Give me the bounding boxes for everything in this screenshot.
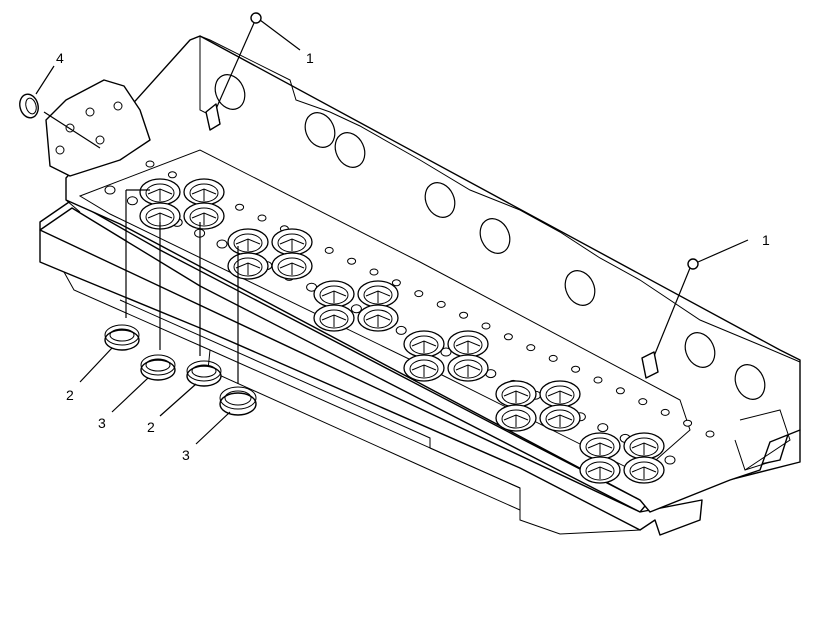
valve-seat bbox=[227, 228, 269, 256]
valve-seat bbox=[139, 178, 181, 206]
valve-seat bbox=[313, 280, 355, 308]
valve-seat bbox=[447, 330, 489, 358]
leader-line bbox=[649, 267, 691, 367]
valve-seat bbox=[313, 304, 355, 332]
deck-hole bbox=[414, 290, 424, 298]
valve-seat bbox=[495, 380, 537, 408]
callout-3-left: 3 bbox=[98, 415, 106, 431]
deck-hole bbox=[369, 268, 379, 276]
deck-hole bbox=[395, 325, 407, 335]
valve-seat bbox=[271, 228, 313, 256]
valve-seat bbox=[623, 456, 665, 484]
callout-3-right: 3 bbox=[182, 447, 190, 463]
deck-hole bbox=[664, 455, 676, 465]
deck-hole bbox=[548, 354, 558, 362]
callout-2-right: 2 bbox=[147, 419, 155, 435]
leader-line bbox=[697, 239, 749, 263]
bolt-hole bbox=[85, 107, 95, 117]
valve-seat bbox=[495, 404, 537, 432]
deck-hole bbox=[526, 344, 536, 352]
deck-hole bbox=[440, 347, 452, 357]
deck-hole bbox=[167, 171, 177, 179]
port-opening bbox=[734, 364, 766, 400]
deck-hole bbox=[683, 419, 693, 427]
valve-seat bbox=[539, 380, 581, 408]
valve-seat bbox=[403, 354, 445, 382]
port-opening bbox=[424, 182, 456, 218]
callout-1-right: 1 bbox=[762, 232, 770, 248]
deck-hole bbox=[347, 257, 357, 265]
deck-hole bbox=[235, 203, 245, 211]
deck-hole bbox=[481, 322, 491, 330]
callout-leaders bbox=[79, 347, 231, 445]
valve-seat bbox=[579, 456, 621, 484]
seat-ring-2-right bbox=[186, 360, 222, 387]
port-opening bbox=[564, 270, 596, 306]
valve-seat bbox=[183, 202, 225, 230]
deck-hole bbox=[216, 239, 228, 249]
port-opening bbox=[214, 74, 246, 110]
valve-seat bbox=[623, 432, 665, 460]
callout-1-top: 1 bbox=[306, 50, 314, 66]
deck-hole bbox=[257, 214, 267, 222]
bolt-hole bbox=[95, 135, 105, 145]
seat-ring-2-left bbox=[104, 324, 140, 351]
callout-2-left: 2 bbox=[66, 387, 74, 403]
bolt-hole bbox=[113, 101, 123, 111]
cylinder-head-body bbox=[39, 35, 801, 536]
deck-hole bbox=[436, 300, 446, 308]
deck-hole bbox=[391, 279, 401, 287]
port-opening bbox=[304, 112, 336, 148]
deck-hole bbox=[145, 160, 155, 168]
leader-line bbox=[211, 22, 255, 119]
deck-hole bbox=[597, 423, 609, 433]
part-4-seal bbox=[19, 65, 101, 149]
seat-ring-3-right bbox=[219, 386, 257, 416]
valve-seat bbox=[183, 178, 225, 206]
port-opening bbox=[334, 132, 366, 168]
valve-seat bbox=[227, 252, 269, 280]
part-1-dowel-left bbox=[205, 12, 301, 131]
deck-hole bbox=[350, 304, 362, 314]
bolt-hole bbox=[55, 145, 65, 155]
valve-seat bbox=[579, 432, 621, 460]
deck-hole bbox=[126, 196, 138, 206]
valve-seat bbox=[447, 354, 489, 382]
deck-hole bbox=[503, 333, 513, 341]
callout-4: 4 bbox=[56, 50, 64, 66]
valve-seat bbox=[271, 252, 313, 280]
deck-hole bbox=[571, 365, 581, 373]
seat-ring-leaders bbox=[125, 189, 239, 384]
deck-hole bbox=[104, 185, 116, 195]
valve-seat bbox=[403, 330, 445, 358]
valve-seat bbox=[139, 202, 181, 230]
deck-hole bbox=[324, 246, 334, 254]
deck-hole bbox=[705, 430, 715, 438]
deck-hole bbox=[593, 376, 603, 384]
valve-seat bbox=[539, 404, 581, 432]
leader-line bbox=[35, 65, 55, 95]
part-1-dowel-right bbox=[641, 239, 749, 379]
valve-seat-rows bbox=[139, 178, 665, 484]
deck-hole bbox=[660, 408, 670, 416]
deck-hole bbox=[615, 387, 625, 395]
port-opening bbox=[479, 218, 511, 254]
port-opening bbox=[684, 332, 716, 368]
leader-line bbox=[43, 111, 101, 149]
leader-line bbox=[259, 19, 301, 51]
valve-seat bbox=[357, 304, 399, 332]
deck-hole bbox=[638, 398, 648, 406]
deck-hole bbox=[459, 311, 469, 319]
valve-seat bbox=[357, 280, 399, 308]
seat-ring-3-left bbox=[140, 354, 176, 381]
